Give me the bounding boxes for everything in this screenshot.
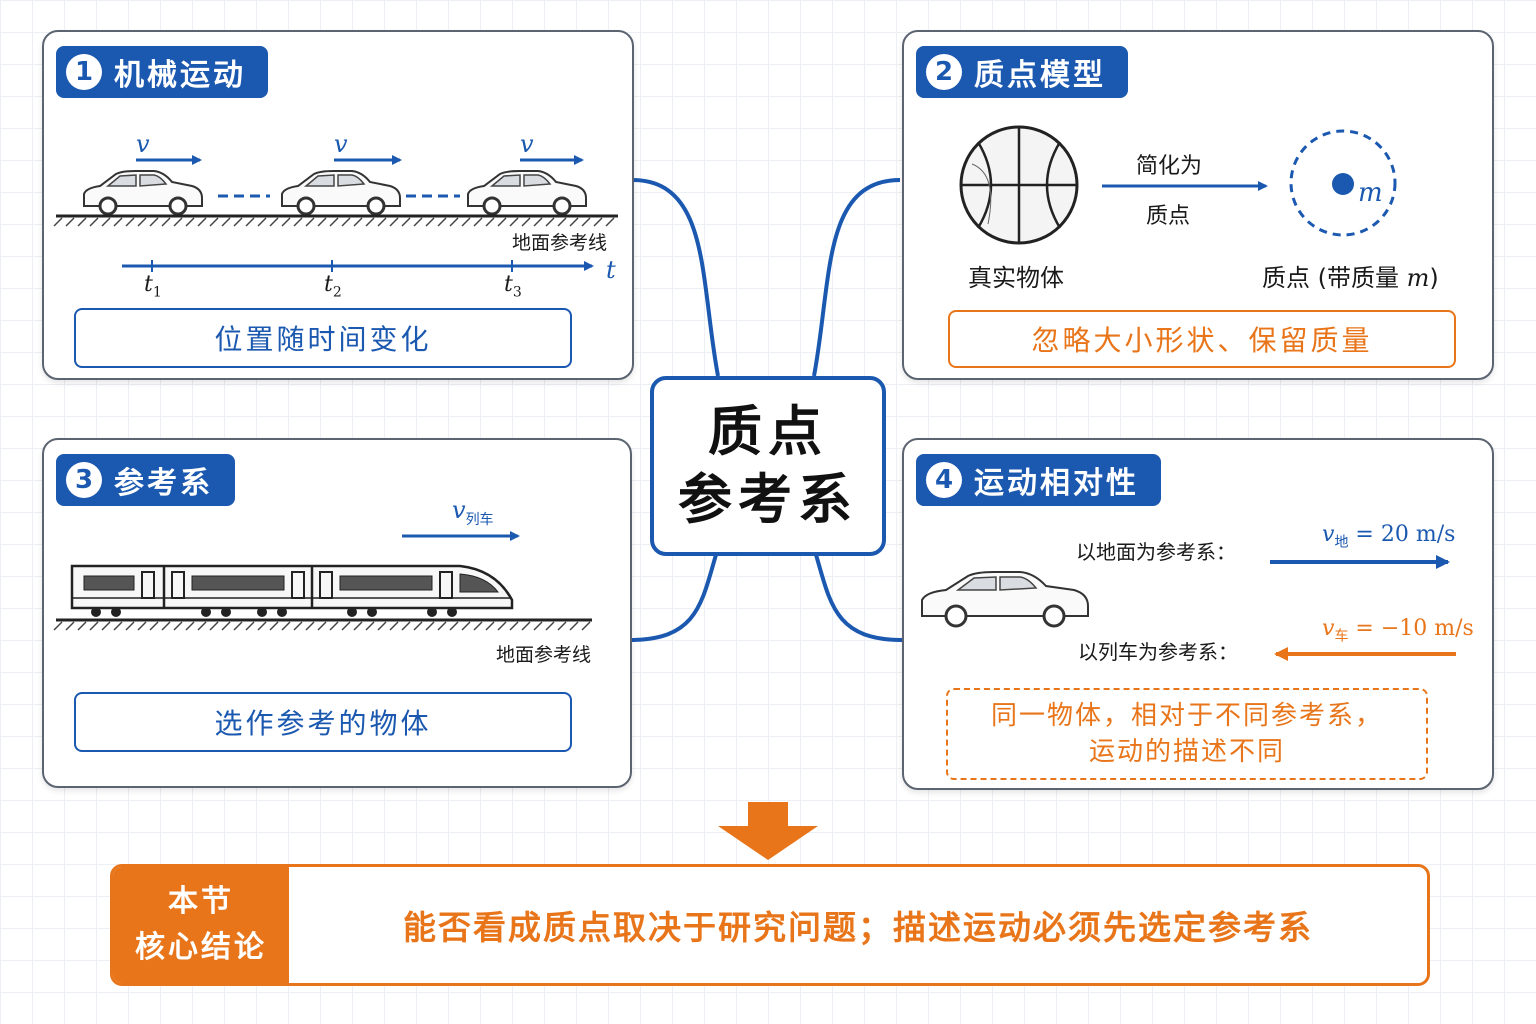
panel4-title: 运动相对性 [974, 466, 1139, 501]
velocity-label-2: v [334, 130, 348, 158]
panel2-conclusion-box: 忽略大小形状、保留质量 [948, 310, 1456, 368]
ground-line [53, 618, 592, 631]
summary-tag-line1: 本节 [168, 884, 234, 919]
car-icon [83, 170, 203, 216]
relativity-note-line2: 运动的描述不同 [1088, 737, 1285, 767]
relativity-note-box: 同一物体，相对于不同参考系， 运动的描述不同 [946, 688, 1428, 780]
central-topic: 质点 参考系 [650, 376, 886, 556]
car-icon [281, 170, 401, 216]
real-object-label: 真实物体 [968, 264, 1064, 292]
car-icon [467, 170, 587, 216]
panel2-title: 质点模型 [974, 58, 1106, 93]
train-velocity-arrow [402, 531, 520, 541]
central-topic-line2: 参考系 [678, 468, 858, 531]
ground-reference-label: 地面参考线 [496, 644, 592, 666]
panel-mechanical-motion: 1 机械运动 v v v [42, 30, 634, 380]
relativity-note-line1: 同一物体，相对于不同参考系， [990, 701, 1383, 731]
train-velocity-label: v列车 [452, 496, 494, 528]
summary-tag-line2: 核心结论 [135, 930, 267, 965]
down-arrow-icon [718, 802, 818, 860]
basketball-icon [959, 125, 1079, 245]
mass-symbol: m [1358, 178, 1383, 208]
relative-velocity-arrows [1270, 555, 1456, 661]
panel-reference-frame: 3 参考系 v列车 地面参考线 选作参考的物体 [42, 438, 632, 788]
ground-frame-label: 以地面为参考系： [1076, 540, 1236, 564]
panel1-number: 1 [66, 54, 102, 90]
time-axis [122, 260, 594, 272]
panel1-title-badge: 1 机械运动 [56, 46, 268, 98]
summary-banner: 本节 核心结论 能否看成质点取决于研究问题；描述运动必须先选定参考系 [110, 864, 1430, 986]
panel2-title-badge: 2 质点模型 [916, 46, 1128, 98]
simplify-label: 简化为 [1136, 154, 1203, 179]
panel1-title: 机械运动 [114, 58, 246, 93]
velocity-label-1: v [136, 130, 150, 158]
time-tick-t1: t1 [144, 272, 162, 301]
time-tick-t3: t3 [504, 272, 522, 301]
panel3-conclusion-box: 选作参考的物体 [74, 692, 572, 752]
mass-point-icon [1289, 129, 1397, 237]
panel3-number: 3 [66, 462, 102, 498]
train-frame-label: 以列车为参考系： [1078, 640, 1238, 664]
particle-label: 质点 [1146, 204, 1191, 229]
car-icon [921, 571, 1089, 628]
time-tick-t2: t2 [324, 272, 342, 301]
panel4-number: 4 [926, 462, 962, 498]
panel2-number: 2 [926, 54, 962, 90]
velocity-arrows [136, 155, 584, 165]
panel3-title-badge: 3 参考系 [56, 454, 235, 506]
time-axis-label: t [606, 256, 616, 284]
ground-line [53, 194, 618, 227]
summary-tag: 本节 核心结论 [113, 867, 289, 983]
panel4-title-badge: 4 运动相对性 [916, 454, 1161, 506]
summary-text: 能否看成质点取决于研究问题；描述运动必须先选定参考系 [403, 908, 1313, 947]
train-icon [70, 564, 514, 617]
ground-velocity-value: v地 = 20 m/s [1322, 522, 1456, 551]
train-velocity-value: v车 = −10 m/s [1322, 616, 1474, 645]
panel-relative-motion: 4 运动相对性 以地面为参考系： v地 = 20 m/s 以列车为参考系： v车… [902, 438, 1494, 790]
panel1-conclusion-box: 位置随时间变化 [74, 308, 572, 368]
panel-particle-model: 2 质点模型 简化为 质点 m 真实物体 质点 (带质量 m) 忽略大小形状、保… [902, 30, 1494, 380]
particle-with-mass-label: 质点 (带质量 m) [1262, 264, 1439, 292]
panel3-title: 参考系 [114, 466, 213, 501]
ground-reference-label: 地面参考线 [512, 232, 608, 254]
central-topic-line1: 质点 [708, 400, 828, 463]
simplify-arrow [1102, 181, 1268, 191]
velocity-label-3: v [520, 130, 534, 158]
